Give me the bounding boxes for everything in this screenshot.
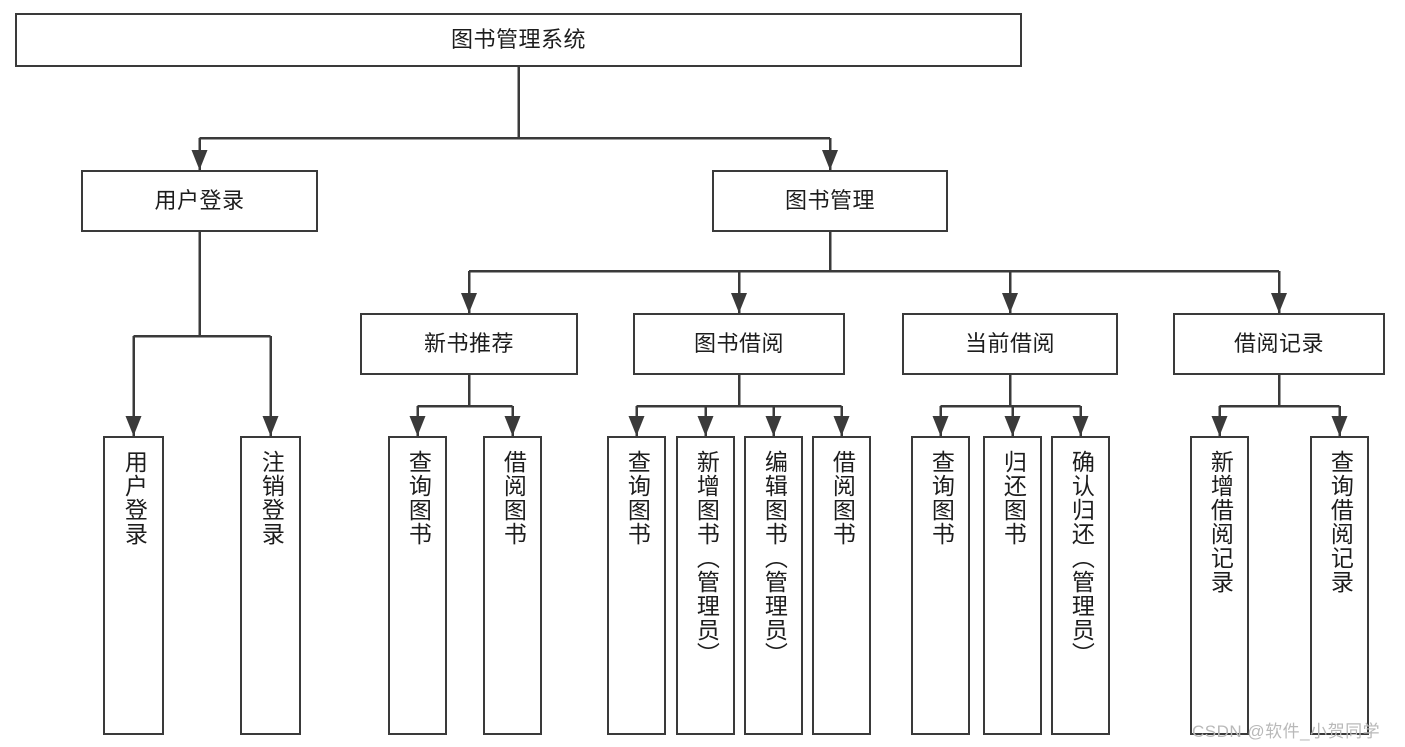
leaf-leaf-br-add-record[interactable]: 新增借阅记录 — [1190, 436, 1249, 735]
node-label: 图书管理 — [784, 188, 875, 214]
leaf-leaf-user-logout[interactable]: 注销登录 — [240, 436, 301, 735]
node-label: 归还图书 — [1000, 450, 1027, 546]
leaf-leaf-bb-query-book[interactable]: 查询图书 — [607, 436, 666, 735]
node-current-borrow[interactable]: 当前借阅 — [902, 313, 1118, 375]
node-book-borrow[interactable]: 图书借阅 — [633, 313, 845, 375]
node-label: 当前借阅 — [964, 331, 1055, 357]
node-label: 图书借阅 — [693, 331, 784, 357]
node-label: 查询图书 — [928, 450, 955, 546]
node-label: 确认归还（管理员） — [1068, 450, 1095, 666]
leaf-leaf-cb-query-book[interactable]: 查询图书 — [911, 436, 970, 735]
leaf-leaf-br-query-record[interactable]: 查询借阅记录 — [1310, 436, 1369, 735]
leaf-leaf-rec-borrow-book[interactable]: 借阅图书 — [483, 436, 542, 735]
node-label: 借阅图书 — [829, 450, 856, 546]
leaf-leaf-bb-edit-book[interactable]: 编辑图书（管理员） — [744, 436, 803, 735]
node-label: 编辑图书（管理员） — [761, 450, 788, 666]
node-book-manage[interactable]: 图书管理 — [712, 170, 948, 232]
leaf-leaf-user-login[interactable]: 用户登录 — [103, 436, 164, 735]
node-label: 借阅图书 — [500, 450, 527, 546]
node-borrow-record[interactable]: 借阅记录 — [1173, 313, 1385, 375]
node-label: 新书推荐 — [423, 331, 514, 357]
node-label: 查询图书 — [405, 450, 432, 546]
leaf-leaf-bb-add-book[interactable]: 新增图书（管理员） — [676, 436, 735, 735]
leaf-leaf-bb-borrow-book[interactable]: 借阅图书 — [812, 436, 871, 735]
node-label: 用户登录 — [121, 450, 148, 546]
node-label: 新增借阅记录 — [1207, 450, 1234, 594]
node-root[interactable]: 图书管理系统 — [15, 13, 1022, 67]
node-new-book-recommend[interactable]: 新书推荐 — [360, 313, 578, 375]
node-label: 新增图书（管理员） — [693, 450, 720, 666]
node-label: 用户登录 — [154, 188, 245, 214]
node-user-login[interactable]: 用户登录 — [81, 170, 318, 232]
csdn-watermark: CSDN @软件_小贺同学 — [1192, 722, 1381, 741]
leaf-leaf-cb-confirm[interactable]: 确认归还（管理员） — [1051, 436, 1110, 735]
node-label: 注销登录 — [258, 450, 285, 546]
node-label: 查询借阅记录 — [1327, 450, 1354, 594]
leaf-leaf-cb-return-book[interactable]: 归还图书 — [983, 436, 1042, 735]
node-label: 借阅记录 — [1233, 331, 1324, 357]
node-label: 图书管理系统 — [450, 27, 586, 53]
node-label: 查询图书 — [624, 450, 651, 546]
leaf-leaf-rec-query-book[interactable]: 查询图书 — [388, 436, 447, 735]
